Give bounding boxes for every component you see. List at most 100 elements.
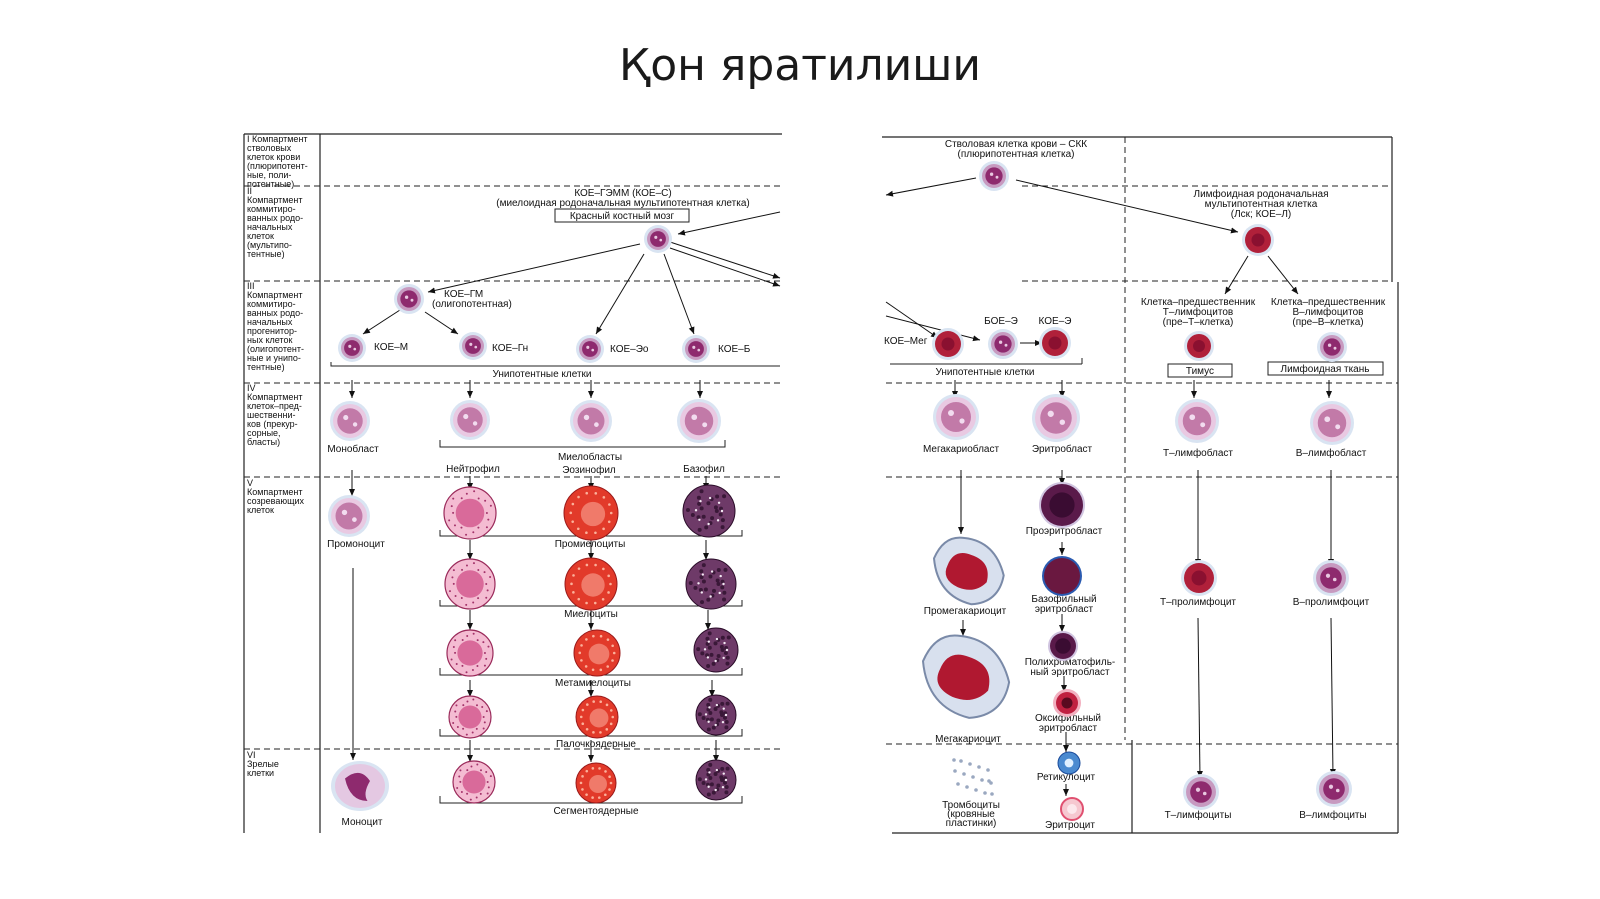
t-lymphoblast-label: Т–лимфобласт bbox=[1163, 447, 1233, 459]
platelets-label-2: (кровяные bbox=[947, 809, 995, 820]
t-prolymphocyte-cell bbox=[1181, 560, 1217, 596]
platelets-label-3: пластинки) bbox=[946, 818, 997, 829]
myelocyte-eosin-cell bbox=[564, 557, 618, 611]
platelets-cell bbox=[952, 758, 994, 796]
pre-t-cell bbox=[1184, 331, 1214, 361]
left-arrows bbox=[349, 211, 781, 762]
t-prolymphocyte-label: Т–пролимфоцит bbox=[1160, 596, 1236, 608]
pre-b-label-3: (пре–В–клетка) bbox=[1292, 317, 1363, 328]
monoblast-label: Монобласт bbox=[327, 443, 379, 455]
metamyelocyte-neutro-cell bbox=[446, 629, 494, 677]
koe-meg-cell bbox=[932, 328, 964, 360]
myeloblasts-label: Миелобласты bbox=[558, 451, 622, 463]
segmented-baso-cell bbox=[695, 759, 737, 801]
neutrophil-label: Нейтрофил bbox=[446, 463, 500, 475]
unipotent-label-left: Унипотентные клетки bbox=[492, 369, 591, 380]
basophilic-eb-label-1: Базофильный bbox=[1031, 593, 1096, 605]
koe-gemm-subtitle: (миелоидная родоначальная мультипотентна… bbox=[496, 198, 749, 209]
b-lymphoblast-cell bbox=[1310, 401, 1354, 445]
promyelocyte-neutro-cell bbox=[443, 486, 497, 540]
pre-b-label-1: Клетка–предшественник bbox=[1271, 297, 1386, 308]
red-marrow-label: Красный костный мозг bbox=[570, 211, 675, 222]
koe-m-cell bbox=[338, 334, 366, 362]
metamyelocyte-baso-cell bbox=[693, 627, 739, 673]
promonocyte-cell bbox=[328, 495, 370, 537]
t-lymphocyte-cell bbox=[1183, 774, 1219, 810]
red-marrow-box bbox=[554, 208, 690, 223]
stem-cell-label: Стволовая клетка крови – СКК bbox=[945, 139, 1087, 150]
monocyte-label: Моноцит bbox=[342, 817, 383, 828]
megakaryocyte-label: Мегакариоцит bbox=[935, 734, 1001, 745]
lymphoid-label-3: (Лск; КОЕ–Л) bbox=[1231, 209, 1291, 220]
koe-gemm-cell bbox=[644, 225, 672, 253]
koe-gm-subtitle: (олигопотентная) bbox=[432, 299, 512, 310]
slide-title: Қон яратилиши bbox=[618, 40, 982, 91]
koe-eo-label: КОЕ–Эо bbox=[610, 344, 649, 355]
koe-b-cell bbox=[682, 335, 710, 363]
koe-e-cell bbox=[1039, 327, 1071, 359]
segmented-neutro-cell bbox=[452, 760, 496, 804]
band-neutro-cell bbox=[448, 695, 492, 739]
basophilic-eb-cell bbox=[1042, 556, 1082, 596]
eosinophil-label: Эозинофил bbox=[562, 464, 616, 476]
koe-m-label: КОЕ–М bbox=[374, 342, 408, 353]
stem-cell bbox=[979, 161, 1009, 191]
b-lymphocyte-cell bbox=[1316, 771, 1352, 807]
oxyphilic-cell bbox=[1053, 689, 1081, 717]
koe-gn-cell bbox=[459, 332, 487, 360]
polychromatophilic-cell bbox=[1048, 631, 1078, 661]
promyelocytes-label: Промиелоциты bbox=[555, 539, 626, 550]
promyelocyte-eosin-cell bbox=[563, 485, 619, 541]
t-lymphoblast-cell bbox=[1175, 399, 1219, 443]
koe-gm-cell bbox=[394, 284, 424, 314]
erythrocyte-label: Эритроцит bbox=[1045, 820, 1095, 831]
b-prolymphocyte-label: В–пролимфоцит bbox=[1293, 596, 1370, 608]
myeloblast-baso-cell bbox=[677, 399, 721, 443]
erythrocyte-cell bbox=[1060, 797, 1084, 821]
proerythroblast-cell bbox=[1039, 482, 1085, 528]
b-lymphocytes-label: В–лимфоциты bbox=[1299, 809, 1366, 821]
lymphoid-label-1: Лимфоидная родоначальная bbox=[1194, 188, 1329, 200]
right-unipotent-bracket bbox=[890, 358, 1083, 365]
megakaryocyte-cell bbox=[921, 634, 1011, 719]
promegakaryocyte-cell bbox=[932, 536, 1005, 606]
erythroblast-label: Эритробласт bbox=[1032, 443, 1093, 455]
band-label: Палочкоядерные bbox=[556, 739, 636, 750]
myelocyte-baso-cell bbox=[685, 558, 737, 610]
platelets-label-1: Тромбоциты bbox=[942, 799, 1000, 811]
promonocyte-label: Промоноцит bbox=[327, 539, 385, 550]
boe-e-cell bbox=[988, 329, 1018, 359]
polychromatophilic-label-1: Полихроматофиль- bbox=[1025, 656, 1116, 668]
t-lymphocytes-label: Т–лимфоциты bbox=[1165, 809, 1232, 821]
erythroblast-cell bbox=[1032, 394, 1080, 442]
stem-cell-subtitle: (плюрипотентная клетка) bbox=[957, 149, 1074, 160]
lymph-tissue-label: Лимфоидная ткань bbox=[1281, 363, 1370, 375]
myeloblast-eosin-cell bbox=[570, 400, 612, 442]
b-prolymphocyte-cell bbox=[1313, 560, 1349, 596]
metamyelocyte-eosin-cell bbox=[573, 629, 621, 677]
promyelocyte-baso-cell bbox=[682, 484, 736, 538]
myeloblast-neutro-cell bbox=[450, 400, 490, 440]
pre-t-label-3: (пре–Т–клетка) bbox=[1163, 317, 1234, 328]
megakaryoblast-cell bbox=[933, 394, 979, 440]
promegakaryocyte-label: Промегакариоцит bbox=[924, 606, 1007, 617]
koe-e-label: КОЕ–Э bbox=[1039, 316, 1072, 327]
lymph-tissue-box bbox=[1267, 361, 1384, 376]
boe-e-label: БОЕ–Э bbox=[984, 316, 1018, 327]
koe-gm-label: КОЕ–ГМ bbox=[444, 289, 483, 300]
right-panel-frame bbox=[882, 136, 1399, 834]
left-panel-frame bbox=[243, 133, 782, 833]
oxyphilic-label-1: Оксифильный bbox=[1035, 712, 1101, 724]
megakaryoblast-label: Мегакариобласт bbox=[923, 443, 1000, 455]
koe-meg-label: КОЕ–Мег bbox=[884, 336, 928, 347]
pre-t-label-2: Т–лимфоцитов bbox=[1163, 306, 1233, 318]
proerythroblast-label: Проэритробласт bbox=[1026, 525, 1103, 537]
reticulocyte-label: Ретикулоцит bbox=[1037, 772, 1096, 783]
